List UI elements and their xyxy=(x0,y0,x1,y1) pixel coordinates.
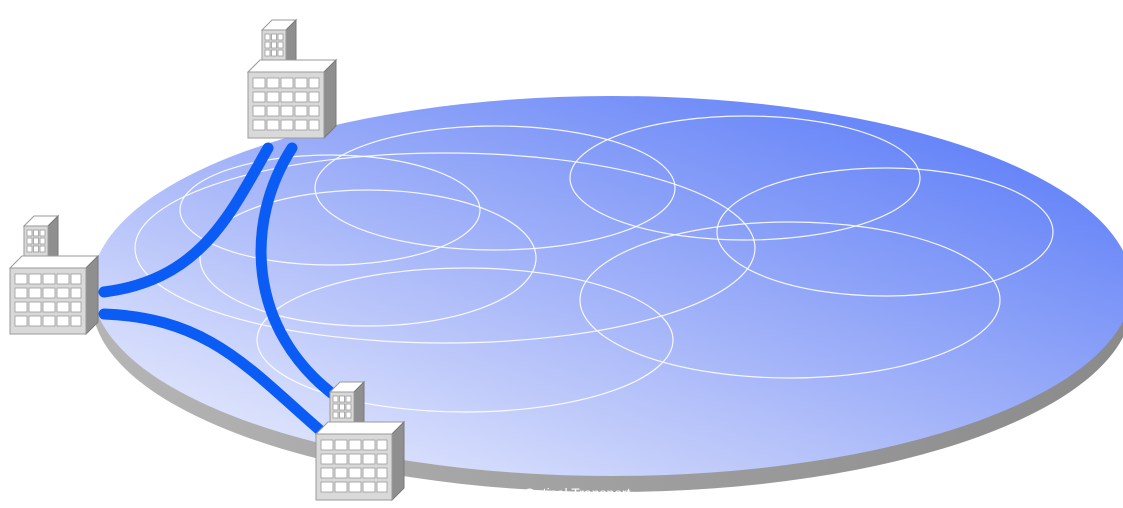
building-top xyxy=(248,20,336,138)
platter-label: Optical Transport xyxy=(524,485,631,501)
platter xyxy=(92,96,1123,476)
building-left xyxy=(10,216,98,334)
